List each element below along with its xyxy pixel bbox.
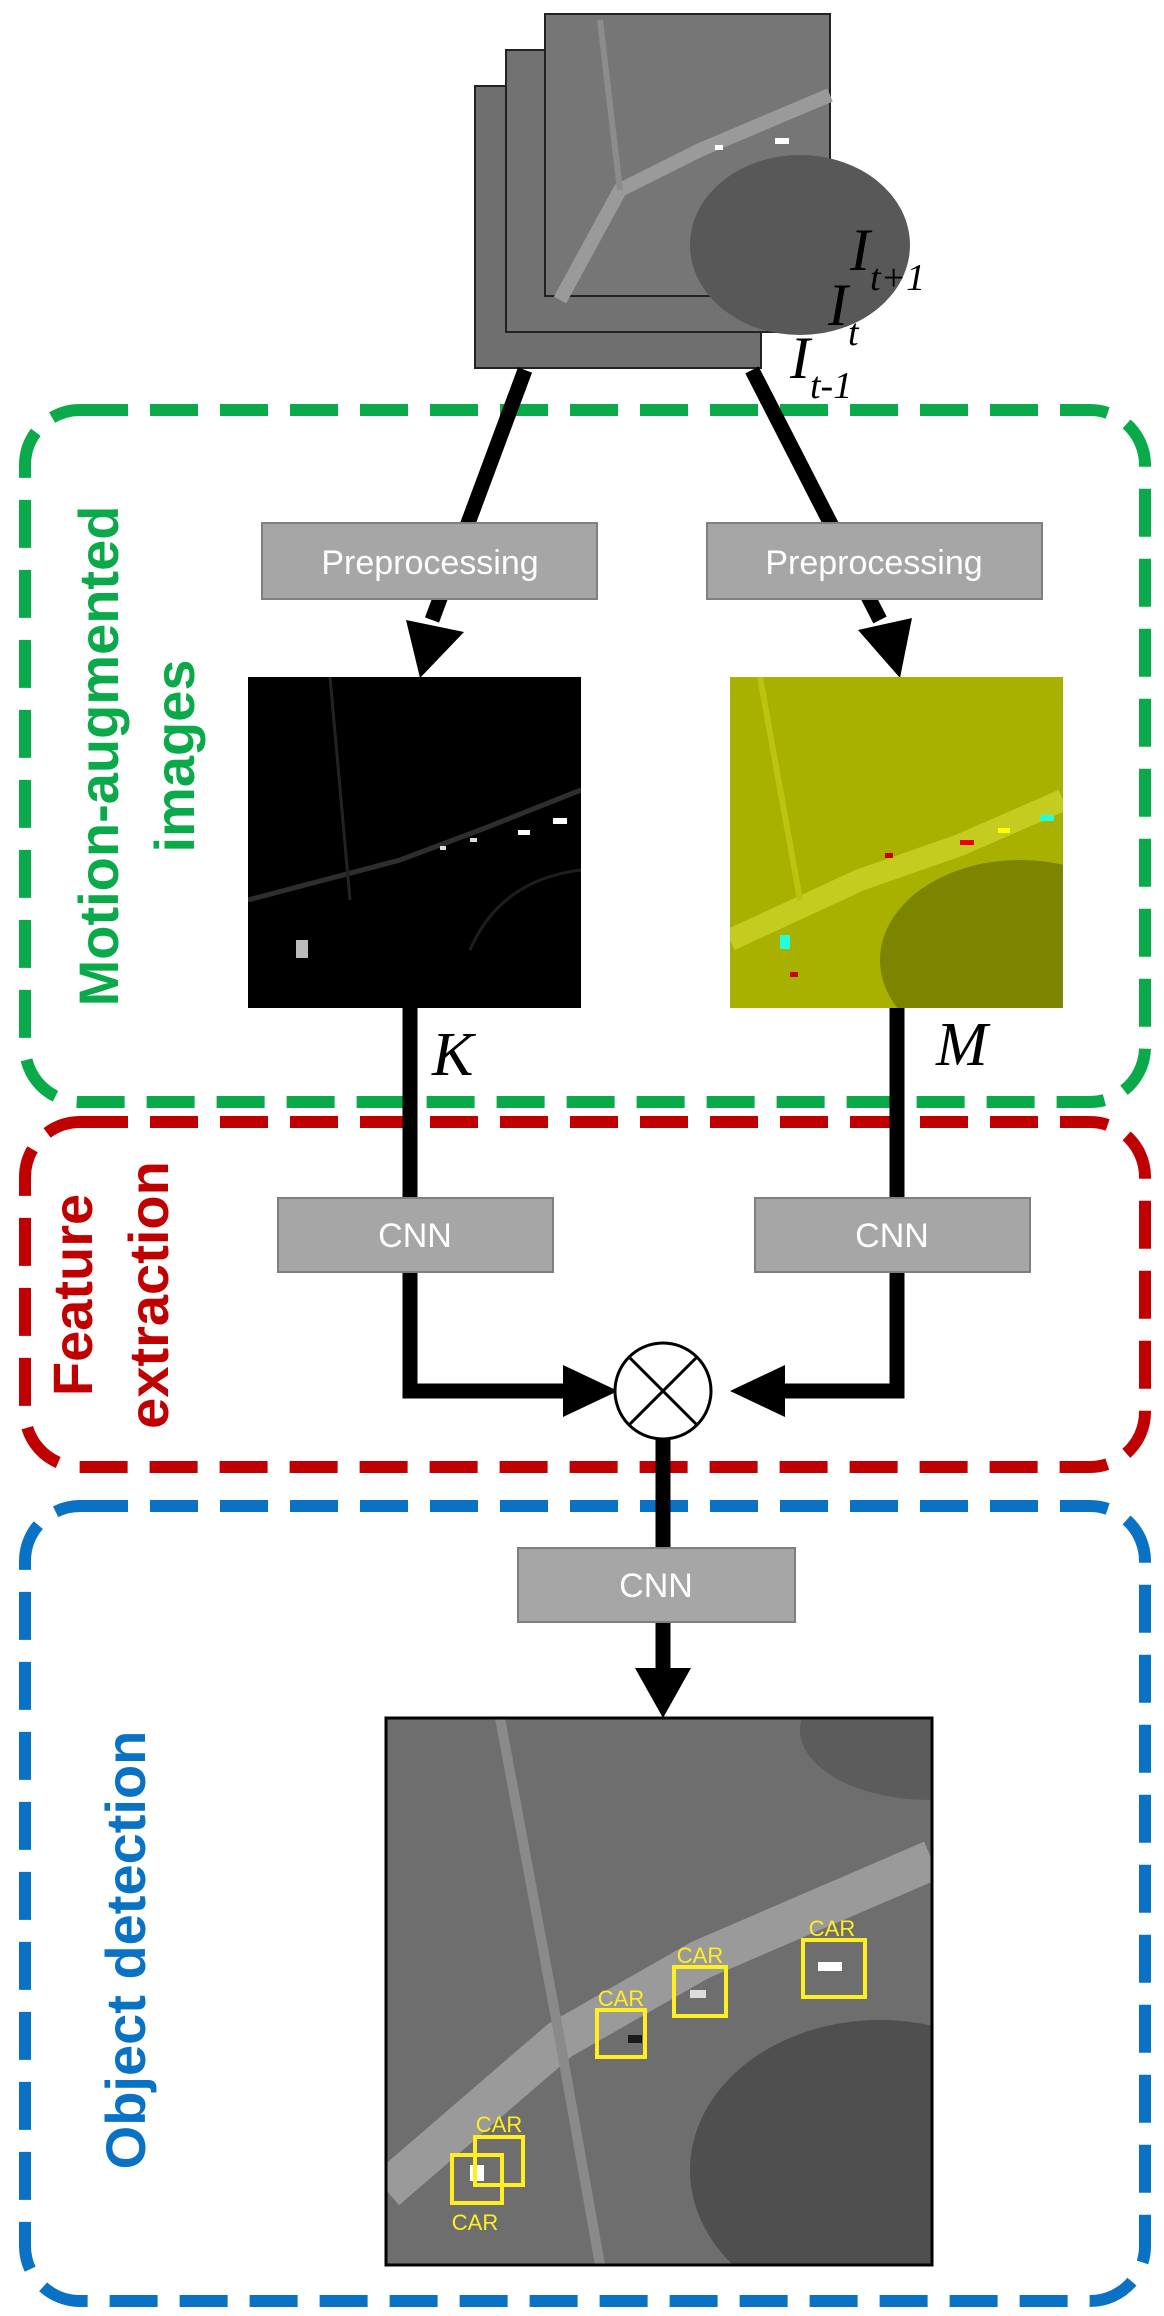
frame-label-t: It bbox=[827, 272, 860, 354]
frame-label-t-plus-1-sub: t+1 bbox=[870, 257, 925, 299]
arrow-m-to-merge bbox=[772, 1008, 905, 1399]
motion-region-label-line2: images bbox=[143, 660, 206, 853]
preprocessing-left-label: Preprocessing bbox=[321, 544, 538, 582]
detection-label-4: CAR bbox=[476, 2112, 522, 2137]
detection-label-2: CAR bbox=[677, 1943, 723, 1968]
svg-text:It+1: It+1 bbox=[849, 217, 925, 299]
preprocessing-right-box: Preprocessing bbox=[706, 522, 1043, 600]
detection-boxes bbox=[450, 1938, 867, 2205]
detection-region-border bbox=[19, 1500, 1151, 2307]
cnn-left-label: CNN bbox=[378, 1217, 452, 1255]
preprocessing-right-label: Preprocessing bbox=[765, 544, 982, 582]
detection-box-5 bbox=[450, 2153, 504, 2205]
svg-text:It: It bbox=[827, 272, 860, 354]
detection-labels: CAR CAR CAR CAR CAR bbox=[452, 1916, 855, 2235]
detection-box-3 bbox=[801, 1938, 867, 1999]
frame-label-t-minus-1-main: I bbox=[789, 325, 813, 391]
frame-t-plus-1-image bbox=[544, 13, 910, 335]
cnn-right-label: CNN bbox=[855, 1217, 929, 1255]
motion-region-label-line1: Motion-augmented bbox=[67, 506, 130, 1007]
feature-region-label-line2: extraction bbox=[117, 1161, 180, 1429]
arrow-k-to-merge bbox=[402, 1008, 575, 1399]
detection-box-1 bbox=[595, 2008, 647, 2059]
arrowheads bbox=[406, 618, 912, 1718]
detection-region-label: Object detection bbox=[94, 1731, 157, 2170]
svg-text:It-1: It-1 bbox=[789, 325, 852, 407]
m-variable-label: M bbox=[935, 1011, 991, 1079]
frame-label-t-minus-1: It-1 bbox=[789, 325, 852, 407]
detection-label-3: CAR bbox=[809, 1916, 855, 1941]
k-edge-image bbox=[248, 677, 581, 1008]
cnn-bottom-label: CNN bbox=[619, 1567, 693, 1605]
feature-region-border bbox=[19, 1116, 1151, 1473]
arrowhead-merge-left bbox=[563, 1365, 618, 1417]
preprocessing-left-box: Preprocessing bbox=[261, 522, 598, 600]
detection-label-1: CAR bbox=[598, 1986, 644, 2011]
input-frame-stack bbox=[474, 13, 910, 369]
frame-label-t-sub: t bbox=[848, 312, 860, 354]
cnn-bottom-box: CNN bbox=[517, 1547, 796, 1623]
k-variable-label: K bbox=[431, 1021, 477, 1089]
arrowhead-preproc-right bbox=[858, 618, 912, 678]
frame-label-t-plus-1-main: I bbox=[849, 217, 873, 283]
m-motion-image bbox=[730, 677, 1063, 1008]
detection-label-5: CAR bbox=[452, 2210, 498, 2235]
frame-label-t-plus-1: It+1 bbox=[849, 217, 925, 299]
detection-box-4 bbox=[473, 2135, 525, 2187]
cnn-left-box: CNN bbox=[277, 1197, 554, 1273]
feature-region-label-line1: Feature bbox=[41, 1194, 104, 1396]
motion-region-border bbox=[19, 404, 1151, 1108]
frame-label-t-main: I bbox=[827, 272, 851, 338]
arrowhead-detection bbox=[635, 1668, 691, 1718]
detection-box-2 bbox=[672, 1965, 728, 2018]
cnn-right-box: CNN bbox=[754, 1197, 1031, 1273]
arrowhead-merge-right bbox=[730, 1365, 785, 1417]
arrowhead-preproc-left bbox=[406, 620, 464, 678]
multiply-operator-icon bbox=[613, 1341, 713, 1441]
frame-label-t-minus-1-sub: t-1 bbox=[810, 365, 852, 407]
